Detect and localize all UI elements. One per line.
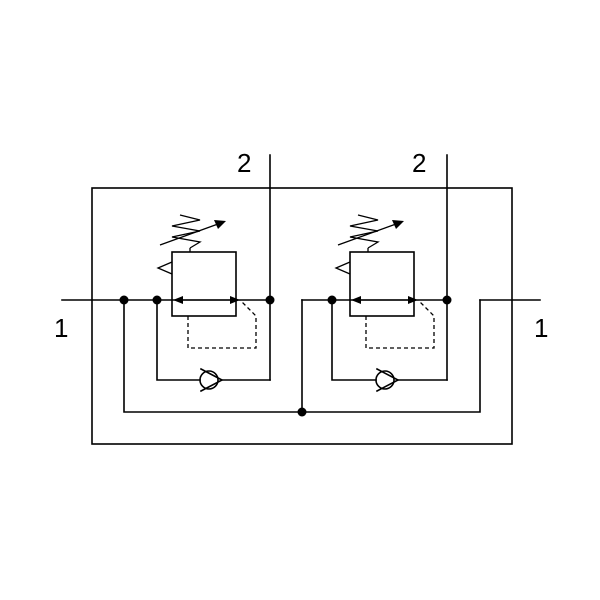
pilot-dashed-left (187, 299, 257, 349)
junction-dot (297, 407, 307, 417)
arrow-left-icon (351, 296, 361, 304)
check-valve-seat-right (375, 367, 400, 393)
regulator-body-right (349, 251, 415, 317)
port-label-outlet-left: 2 (237, 148, 252, 178)
check-valve-seat-left (199, 367, 224, 393)
arrow-right-icon (408, 296, 418, 304)
adjust-arrow-icon (392, 220, 404, 229)
adjust-line-right (337, 223, 397, 246)
junction-dot (119, 295, 129, 305)
adjust-line-left (159, 223, 219, 246)
adjust-arrow-icon (214, 220, 226, 229)
pilot-dashed-right (365, 299, 435, 349)
port-label-inlet-left: 1 (54, 313, 69, 343)
regulator-body-left (171, 251, 237, 317)
housing-frame (91, 187, 513, 445)
junction-dot (327, 295, 337, 305)
regulator-pilot-right (334, 261, 351, 275)
port-label-inlet-right: 1 (534, 313, 549, 343)
junction-dot (152, 295, 162, 305)
pressure-regulator-right (334, 214, 435, 349)
regulator-pilot-left (156, 261, 173, 275)
check-branch-right-a (331, 299, 377, 381)
check-branch-left-a (156, 299, 201, 381)
junction-dot (442, 295, 452, 305)
pressure-regulator-left (156, 214, 257, 349)
check-valve-ball-left (199, 370, 219, 390)
port-label-outlet-right: 2 (412, 148, 427, 178)
arrow-right-icon (230, 296, 240, 304)
junction-dot (265, 295, 275, 305)
arrow-left-icon (173, 296, 183, 304)
check-valve-ball-right (375, 370, 395, 390)
